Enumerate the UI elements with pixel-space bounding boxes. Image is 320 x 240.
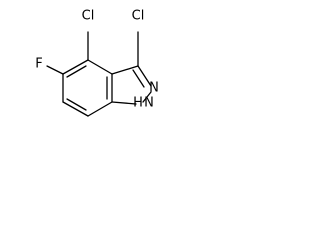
bond-c3a-c3	[111, 65, 139, 75]
atom-nh-hydrogen: H	[133, 96, 143, 111]
bond-n1-c7a	[111, 101, 137, 105]
bond-c5-f	[46, 65, 64, 75]
bond-c3-n2-double	[132, 69, 145, 88]
indazole-structure-diagram: Cl Cl F N H N	[35, 9, 159, 117]
atom-nitrogen-n2: N	[149, 81, 159, 96]
bond-c6-c7	[62, 101, 89, 117]
atom-nitrogen-n1: N	[144, 96, 154, 111]
bond-c4-c5	[62, 59, 89, 75]
atom-chlorine-c4: Cl	[82, 9, 95, 24]
bond-c3a-c4	[87, 59, 113, 75]
bond-c4-c5-double	[66, 65, 87, 78]
bond-c6-c7-double	[66, 98, 87, 111]
atom-chlorine-c3: Cl	[132, 9, 145, 24]
bond-n2-n1	[142, 91, 152, 103]
bond-c3-n2	[137, 65, 152, 87]
atom-fluorine: F	[35, 57, 42, 72]
bond-c7-c7a	[87, 101, 113, 117]
